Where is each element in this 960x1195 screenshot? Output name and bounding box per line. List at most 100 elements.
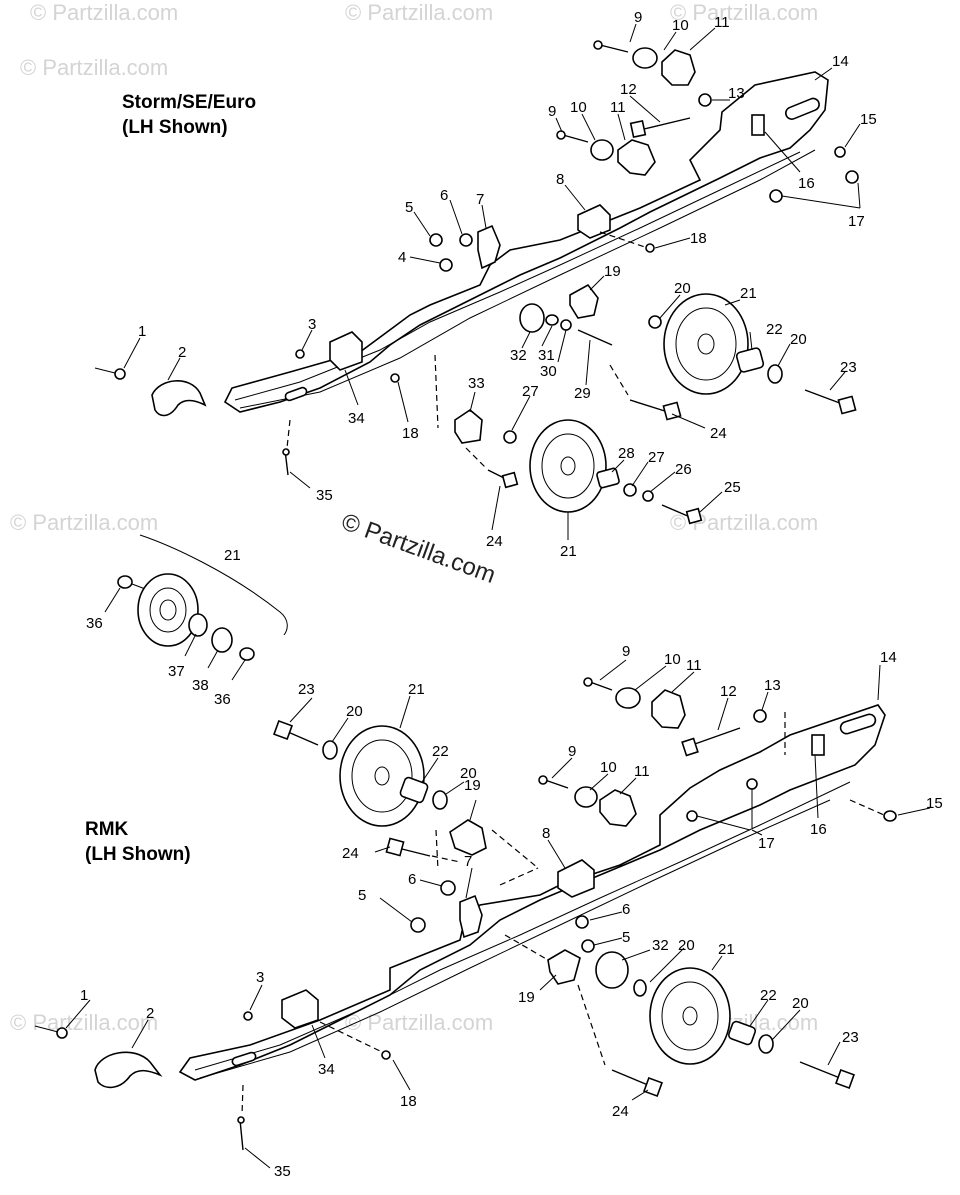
spacer-part [595, 951, 629, 989]
callout-number: 13 [728, 85, 745, 102]
callout-number: 1 [80, 987, 88, 1004]
spacer-part [596, 467, 620, 489]
top-rail-assembly [94, 23, 861, 540]
callout-number: 7 [464, 853, 472, 870]
slide-block-part [577, 204, 611, 239]
callout-number: 15 [860, 111, 877, 128]
callout-number: 5 [358, 887, 366, 904]
callout-number: 35 [316, 487, 333, 504]
axle-bracket-part [547, 949, 581, 985]
callout-number: 11 [634, 763, 650, 780]
washer-part [758, 1034, 774, 1054]
pivot-block-part [661, 49, 696, 86]
wheel-detail-inset: 21 36 37 38 36 [86, 534, 288, 708]
clip-part [811, 734, 825, 756]
nut-part [686, 810, 698, 822]
callout-number: 20 [460, 765, 477, 782]
axle-bracket-part [449, 819, 487, 856]
callout-number: 23 [840, 359, 857, 376]
callout-number: 36 [214, 691, 231, 708]
callout-number: 27 [522, 383, 539, 400]
callout-number: 9 [634, 9, 642, 26]
bottom-section-title: RMK [85, 819, 129, 840]
callout-number: 7 [476, 191, 484, 208]
nut-part [769, 189, 783, 203]
callout-number: 24 [612, 1103, 629, 1120]
top-rail [223, 71, 829, 413]
callout-number: 18 [402, 425, 419, 442]
callout-number: 34 [318, 1061, 335, 1078]
callout-number: 30 [540, 363, 557, 380]
callout-number: 38 [192, 677, 209, 694]
washer-part [623, 483, 637, 497]
bearing-part [188, 613, 208, 637]
nut-part [243, 1011, 253, 1021]
callout-number: 14 [832, 53, 849, 70]
callout-number: 17 [758, 835, 775, 852]
spacer-part [727, 1020, 757, 1046]
callout-number: 6 [408, 871, 416, 888]
bolt-part [691, 727, 741, 746]
callout-number: 3 [256, 969, 264, 986]
callout-number: 15 [926, 795, 943, 812]
axle-bracket-part [569, 283, 599, 319]
leader-lines [65, 659, 931, 1169]
callout-number: 10 [570, 99, 587, 116]
inset-bracket [139, 534, 288, 636]
bottom-section-subtitle: (LH Shown) [85, 844, 191, 865]
callout-number: 6 [440, 187, 448, 204]
spacer-part [519, 303, 545, 333]
callout-number: 9 [622, 643, 630, 660]
pivot-block-part [617, 139, 656, 176]
callout-number: 32 [652, 937, 669, 954]
callout-number: 35 [274, 1163, 291, 1180]
rail-tip-part [94, 1051, 163, 1089]
callout-number: 24 [342, 845, 359, 862]
callout-number: 4 [398, 249, 406, 266]
axle-bracket-part [454, 409, 483, 444]
bushing-part [574, 786, 598, 808]
callout-number: 21 [560, 543, 577, 560]
callout-number: 20 [674, 280, 691, 297]
rail-slot [839, 713, 877, 735]
callout-number: 22 [766, 321, 783, 338]
callout-number: 12 [620, 81, 637, 98]
callout-number: 36 [86, 615, 103, 632]
callout-number: 24 [486, 533, 503, 550]
callout-number: 10 [664, 651, 681, 668]
callout-number: 17 [848, 213, 865, 230]
rail-tip-part [151, 380, 207, 417]
bracket-part [459, 894, 483, 939]
callout-number: 14 [880, 649, 897, 666]
callout-number: 11 [610, 99, 626, 116]
bolt-part [834, 146, 846, 158]
callout-number: 22 [760, 987, 777, 1004]
callout-number: 32 [510, 347, 527, 364]
callout-number: 21 [224, 547, 241, 564]
callout-number: 10 [672, 17, 689, 34]
callout-number: 9 [568, 743, 576, 760]
callout-number: 13 [764, 677, 781, 694]
callout-number: 20 [678, 937, 695, 954]
idler-wheel [339, 725, 425, 827]
nut-part [845, 170, 859, 184]
callout-number: 31 [538, 347, 555, 364]
callout-number: 8 [556, 171, 564, 188]
leader-lines [123, 23, 861, 540]
callout-number: 8 [542, 825, 550, 842]
callout-number: 5 [405, 199, 413, 216]
callout-number: 2 [146, 1005, 154, 1022]
bracket-part [477, 224, 501, 270]
callout-number: 10 [600, 759, 617, 776]
bottom-callouts: 9 10 11 14 12 13 23 20 21 22 20 19 9 10 … [80, 643, 943, 1180]
idler-wheel [663, 293, 749, 395]
bushing-part [590, 139, 614, 161]
washer-part [767, 364, 783, 384]
nut-part [295, 349, 305, 359]
callout-number: 11 [714, 14, 730, 31]
callout-number: 23 [298, 681, 315, 698]
callout-number: 24 [710, 425, 727, 442]
bolt-part [544, 779, 569, 789]
rail-slot [231, 1051, 257, 1067]
